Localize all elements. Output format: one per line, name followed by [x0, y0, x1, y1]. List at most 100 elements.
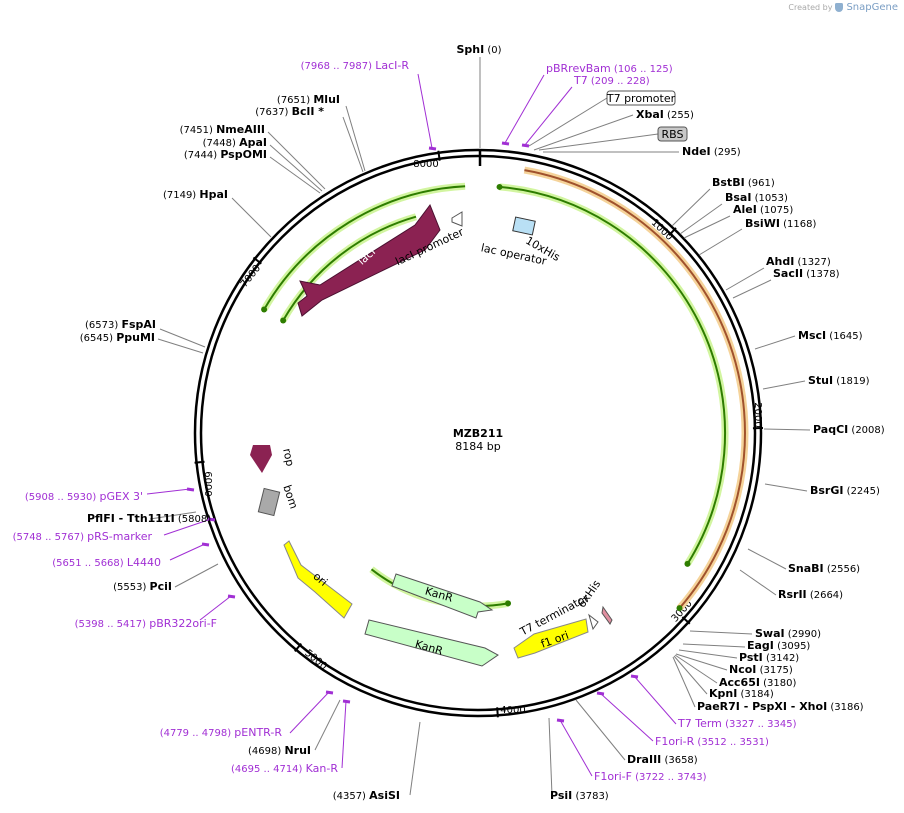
site-position: (3186): [827, 702, 864, 713]
site-name: MluI: [313, 93, 340, 106]
site-leader-asisi: [409, 721, 421, 796]
orf-arrowhead: [684, 560, 691, 567]
site-name: PaqCI: [813, 423, 848, 436]
site-label-pbr322ori-f: (5398 .. 5417) pBR322ori-F: [75, 617, 217, 630]
site-position: (5748 .. 5767): [13, 532, 88, 543]
site-position: (3512 .. 3531): [694, 737, 769, 748]
site-label-psti: PstI (3142): [739, 651, 799, 664]
site-name: NdeI: [682, 145, 711, 158]
site-leader-prs-marker: [163, 518, 212, 536]
site-leader-mlui: [345, 105, 366, 172]
site-label-asisi: (4357) AsiSI: [333, 789, 400, 802]
site-label-kpni: KpnI (3184): [709, 687, 774, 700]
site-name: PpuMI: [116, 331, 155, 344]
site-name-2: - Tth111I: [115, 512, 175, 525]
site-leader-kpni: [673, 655, 708, 695]
site-name: LacI-R: [375, 59, 409, 72]
bom-feature: [257, 487, 281, 517]
site-name: pBRrevBam: [546, 62, 611, 75]
site-label-paer7i: PaeR7I - PspXI - XhoI (3186): [697, 700, 864, 713]
site-label-f1ori-r: F1ori-R (3512 .. 3531): [655, 735, 769, 748]
site-name: PspOMI: [220, 148, 267, 161]
site-position: (2990): [785, 629, 822, 640]
primer-binding-mark: [342, 699, 351, 704]
site-position: (5651 .. 5668): [52, 558, 127, 569]
site-label-sacii: SacII (1378): [773, 267, 840, 280]
site-name: BsrGI: [810, 484, 843, 497]
site-name: pBR322ori-F: [149, 617, 217, 630]
site-name: HpaI: [199, 188, 228, 201]
orf-arc-orange: [524, 169, 746, 609]
site-label-nmeaiii: (7451) NmeAIII: [180, 123, 265, 136]
site-leader-draiii: [575, 699, 626, 761]
orf-arrowhead: [676, 605, 683, 612]
site-name: BsiWI: [745, 217, 780, 230]
scale-tick-mark: [668, 227, 677, 236]
site-name: F1ori-F: [594, 770, 632, 783]
site-label-bstbi: BstBI (961): [712, 176, 775, 189]
site-name: FspAI: [121, 318, 156, 331]
site-label-frui: (4698) NruI: [248, 744, 311, 757]
site-leader-hpai: [231, 197, 272, 238]
site-name: SacII: [773, 267, 803, 280]
scale-tick-label: 8000: [413, 159, 438, 170]
site-label-f1ori-f: F1ori-F (3722 .. 3743): [594, 770, 707, 783]
site-label-prs-marker: (5748 .. 5767) pRS-marker: [13, 530, 153, 543]
site-position: (7651): [277, 95, 313, 106]
site-label-pcii: (5553) PciI: [113, 580, 172, 593]
backbone-outer: [193, 148, 763, 718]
site-leader-pcii: [174, 563, 219, 588]
site-leader-ahdi: [725, 267, 765, 291]
site-label-pflfi: PflFI - Tth111I (5808): [87, 512, 211, 525]
site-position: (3722 .. 3743): [632, 772, 707, 783]
site-label-pentr-r: (4779 .. 4798) pENTR-R: [160, 726, 283, 739]
site-position: (1327): [794, 257, 831, 268]
site-label-pspomi: (7444) PspOMI: [184, 148, 267, 161]
site-name: Kan-R: [306, 762, 339, 775]
site-position: (7968 .. 7987): [301, 61, 376, 72]
feature-label-bom: bom: [280, 483, 300, 510]
scale-tick-mark: [194, 460, 205, 464]
primer-binding-mark: [501, 141, 510, 146]
primer-binding-mark: [325, 690, 334, 695]
box-rbs: [657, 126, 688, 142]
site-position: (1645): [826, 331, 863, 342]
site-position: (255): [664, 110, 694, 121]
site-leader-bstbi: [671, 188, 711, 227]
site-name-3: - XhoI: [787, 700, 827, 713]
site-leader-kan-r: [341, 700, 347, 769]
site-leader-paqci: [763, 428, 811, 431]
site-leader-swai: [689, 630, 753, 635]
primer-binding-mark: [556, 718, 565, 723]
site-name: NmeAIII: [216, 123, 265, 136]
site-position: (961): [745, 178, 775, 189]
site-name: StuI: [808, 374, 833, 387]
primer-binding-mark: [207, 517, 216, 522]
site-label-kan-r: (4695 .. 4714) Kan-R: [231, 762, 338, 775]
site-leader-ppumi: [157, 338, 204, 354]
site-leader-paer7i: [672, 656, 696, 708]
site-position: (5398 .. 5417): [75, 619, 150, 630]
site-name-2: - PspXI: [740, 700, 787, 713]
site-leader-f1ori-r: [599, 692, 654, 742]
site-label-paqci: PaqCI (2008): [813, 423, 885, 436]
laci-promoter-feature: [451, 211, 463, 227]
site-label-laci-r: (7968 .. 7987) LacI-R: [301, 59, 410, 72]
primer-binding-mark: [201, 542, 210, 547]
site-name: AsiSI: [369, 789, 400, 802]
site-position: (6545): [80, 333, 116, 344]
site-position: (1378): [803, 269, 840, 280]
site-leader-rsrii: [739, 569, 777, 596]
scale-tick-mark: [496, 707, 499, 718]
scale-tick-mark: [437, 150, 441, 161]
site-name: SwaI: [755, 627, 785, 640]
site-name: NruI: [284, 744, 311, 757]
snapgene-wordmark: SnapGene: [846, 2, 898, 13]
site-name: ApaI: [239, 136, 267, 149]
orf-arrowhead: [505, 600, 512, 607]
site-name: PflFI: [87, 512, 115, 525]
ori-feature: [283, 540, 353, 619]
site-label-bsrgi: BsrGI (2245): [810, 484, 880, 497]
primer-binding-mark: [596, 691, 605, 696]
